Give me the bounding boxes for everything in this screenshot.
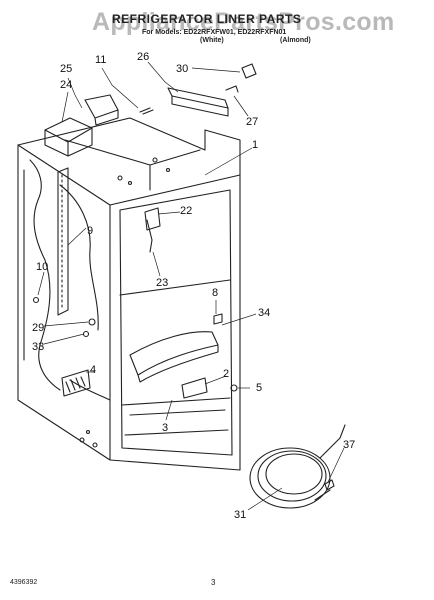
part-31-wire-coil <box>249 424 346 509</box>
callout-30: 30 <box>176 63 188 75</box>
part-4-grille <box>61 369 91 397</box>
part-29-fastener <box>88 318 96 326</box>
page-number: 3 <box>211 578 216 587</box>
callout-labels: 25 24 11 26 30 27 1 22 9 23 10 8 34 29 3… <box>32 51 355 521</box>
part-2-bracket <box>181 377 208 399</box>
callout-3: 3 <box>162 422 168 434</box>
callout-31: 31 <box>234 509 246 521</box>
callout-34: 34 <box>258 307 270 319</box>
part-8-clip <box>213 313 223 325</box>
callout-23: 23 <box>156 277 168 289</box>
part-5-screw <box>230 384 238 392</box>
callout-8: 8 <box>212 287 218 299</box>
callout-22: 22 <box>180 205 192 217</box>
callout-9: 9 <box>87 225 93 237</box>
callout-27: 27 <box>246 116 258 128</box>
callout-1: 1 <box>252 139 258 151</box>
part-10-screw <box>32 296 40 304</box>
part-34-crisper-cover <box>129 331 219 383</box>
watermark: AppliancePartsPros.com <box>92 8 395 36</box>
leader-lines <box>37 61 345 511</box>
callout-10: 10 <box>36 261 48 273</box>
model-list: For Models: ED22RFXFW01, ED22RFXFN01 <box>142 29 287 36</box>
part-22-bracket <box>144 207 161 253</box>
callout-24: 24 <box>60 79 72 91</box>
callout-26: 26 <box>137 51 149 63</box>
part-11-screw <box>139 107 154 115</box>
part-27-screw <box>225 85 239 93</box>
callout-4: 4 <box>90 364 96 376</box>
liner-body <box>17 117 241 471</box>
callout-2: 2 <box>223 368 229 380</box>
color-variant-white: (White) <box>200 37 224 44</box>
callout-25: 25 <box>60 63 72 75</box>
part-33-fastener <box>82 330 90 338</box>
callout-37: 37 <box>343 439 355 451</box>
callout-29: 29 <box>32 322 44 334</box>
part-30-clip <box>241 63 257 79</box>
part-9-channel <box>57 167 69 316</box>
callout-33: 33 <box>32 341 44 353</box>
part-26-bracket <box>167 87 229 117</box>
callout-5: 5 <box>256 382 262 394</box>
color-variant-almond: (Almond) <box>280 37 311 44</box>
page-title: REFRIGERATOR LINER PARTS <box>112 12 302 26</box>
part-37-screw <box>324 479 335 491</box>
document-number: 4396392 <box>10 579 38 586</box>
callout-11: 11 <box>95 54 106 66</box>
part-24-25-housing <box>44 94 119 157</box>
